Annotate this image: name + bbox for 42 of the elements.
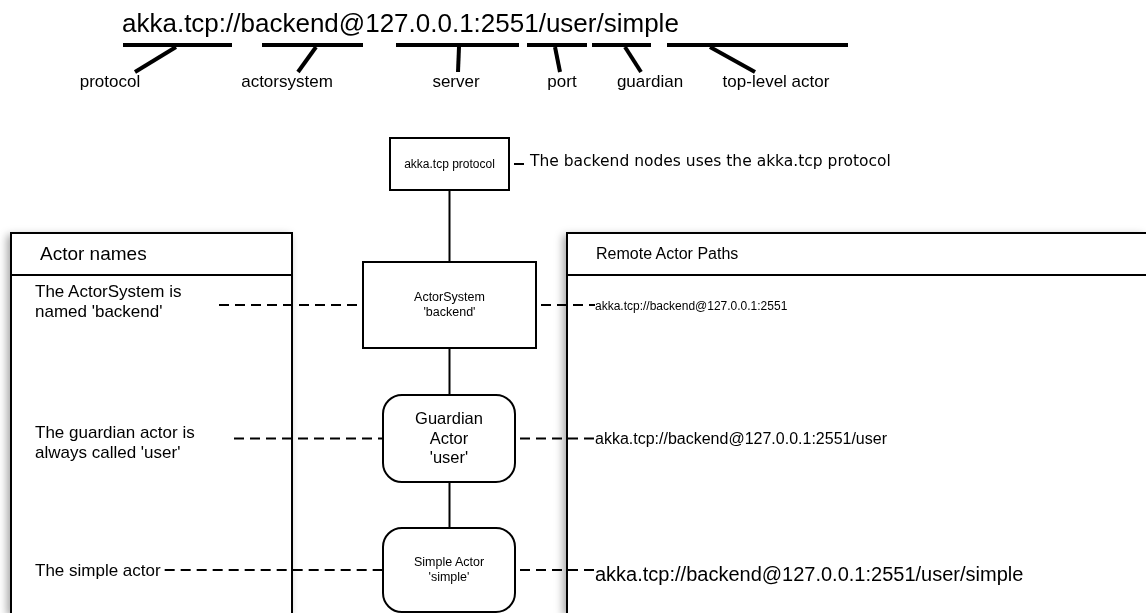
- dashed-connector: [540, 304, 596, 306]
- leader-line: [709, 45, 756, 74]
- connector-line: [448, 190, 451, 262]
- underline-bar: [262, 43, 363, 47]
- dashed-connector: [163, 569, 383, 571]
- leader-line: [623, 45, 643, 74]
- dashed-connector: [519, 569, 596, 571]
- dashed-connector: [519, 437, 596, 440]
- annotation-text: akka.tcp://backend@127.0.0.1:2551/user/simple: [595, 563, 1024, 586]
- panel-heading: Remote Actor Paths: [568, 234, 1146, 276]
- process-box: ActorSystem 'backend': [362, 261, 537, 349]
- underline-bar: [396, 43, 519, 47]
- panel-heading: Actor names: [12, 234, 291, 276]
- connector-line: [448, 348, 451, 395]
- underline-bar: [667, 43, 848, 47]
- annotation-text: The backend nodes uses the akka.tcp protocol: [530, 152, 891, 170]
- annotation-text: akka.tcp://backend@127.0.0.1:2551: [595, 299, 788, 313]
- process-box: akka.tcp protocol: [389, 137, 510, 191]
- rounded-box: Simple Actor 'simple': [382, 527, 516, 613]
- annotation-text: The ActorSystem is named 'backend': [35, 282, 215, 322]
- leader-line: [456, 46, 461, 73]
- rounded-box: Guardian Actor 'user': [382, 394, 516, 483]
- dashed-connector: [233, 437, 383, 440]
- connector-line: [448, 482, 451, 528]
- annotation-text: guardian: [616, 72, 684, 92]
- annotation-text: akka.tcp://backend@127.0.0.1:2551/user: [595, 430, 887, 448]
- panel: [566, 232, 1146, 613]
- annotation-text: The guardian actor is always called 'user': [35, 423, 230, 463]
- annotation-text: actorsystem: [241, 72, 333, 92]
- leader-line: [553, 46, 562, 73]
- panel: [10, 232, 293, 613]
- annotation-text: port: [547, 72, 577, 92]
- annotation-text: server: [432, 72, 480, 92]
- annotation-text: The simple actor: [35, 561, 161, 581]
- leader-line: [296, 45, 318, 74]
- annotation-text: protocol: [79, 72, 141, 92]
- underline-bar: [527, 43, 587, 47]
- underline-bar: [123, 43, 232, 47]
- leader-line: [133, 45, 178, 74]
- annotation-text: top-level actor: [722, 72, 830, 92]
- url-text: akka.tcp://backend@127.0.0.1:2551/user/simple: [122, 8, 679, 39]
- underline-bar: [592, 43, 651, 47]
